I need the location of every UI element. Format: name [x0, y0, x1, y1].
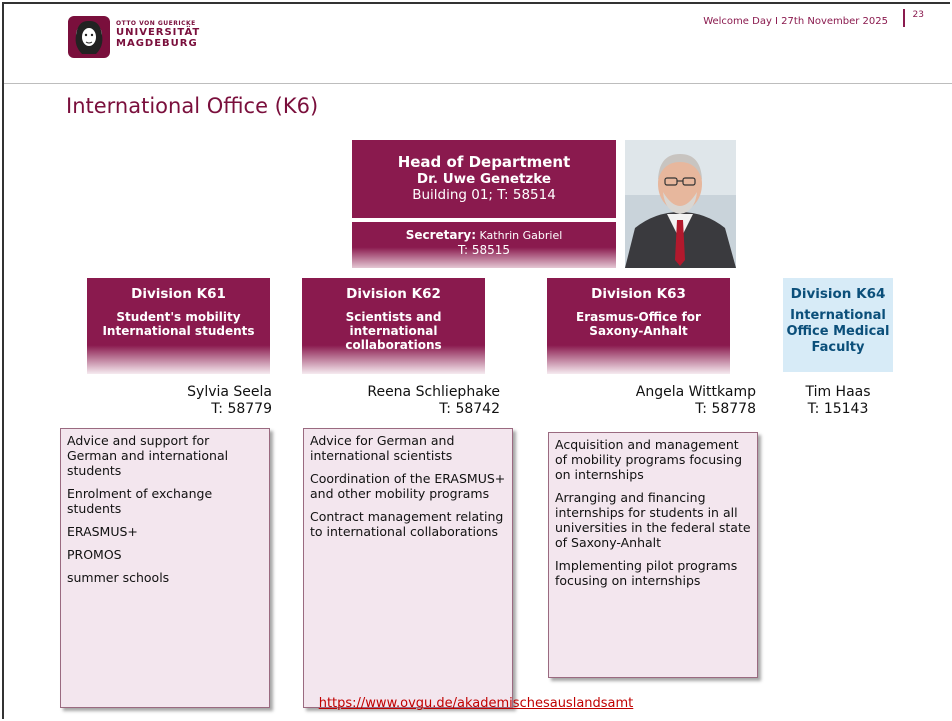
contact-name: Reena Schliephake — [367, 384, 500, 400]
page-number: 23 — [902, 9, 924, 27]
page-title: International Office (K6) — [66, 94, 319, 118]
task-item: Implementing pilot programs focusing on … — [555, 558, 738, 588]
secretary-phone: T: 58515 — [457, 243, 511, 257]
head-contact: Building 01; T: 58514 — [412, 187, 556, 203]
secretary-name: Kathrin Gabriel — [479, 229, 563, 242]
contact-name: Tim Haas — [805, 384, 871, 400]
task-item: Contract management relating to internat… — [310, 509, 504, 539]
contact-name: Sylvia Seela — [187, 384, 272, 400]
logo-line-2: UNIVERSITÄT — [116, 27, 201, 38]
task-item: Coordination of the ERASMUS+ and other m… — [310, 471, 506, 501]
task-item: PROMOS — [67, 547, 122, 562]
division-subtitle: International Office Medical Faculty — [786, 308, 890, 355]
logo-line-3: MAGDEBURG — [116, 38, 198, 49]
division-k62-box: Division K62 Scientists and internationa… — [302, 278, 485, 374]
task-item: Enrolment of exchange students — [67, 486, 213, 516]
secretary-label: Secretary: — [405, 228, 477, 242]
contact-name: Angela Wittkamp — [635, 384, 756, 400]
division-title: Division K61 — [131, 286, 226, 302]
guericke-portrait-icon — [68, 16, 110, 58]
task-item: Advice for German and international scie… — [310, 433, 455, 463]
contact-phone: T: 58778 — [695, 401, 756, 417]
header-divider — [4, 83, 952, 84]
task-item: ERASMUS+ — [67, 524, 138, 539]
contact-phone: T: 58779 — [211, 401, 272, 417]
header-meta: Welcome Day I 27th November 2025 — [703, 16, 888, 27]
division-k62-contact: Reena Schliephake T: 58742 — [330, 384, 500, 418]
division-subtitle: Student's mobility International student… — [102, 310, 255, 338]
division-title: Division K62 — [346, 286, 441, 302]
contact-phone: T: 15143 — [807, 401, 869, 417]
head-of-department-box: Head of Department Dr. Uwe Genetzke Buil… — [352, 140, 616, 218]
footer-url-link[interactable]: https://www.ovgu.de/akademischesauslands… — [318, 696, 634, 711]
secretary-box: Secretary: Kathrin Gabriel T: 58515 — [352, 222, 616, 268]
division-k64-box: Division K64 International Office Medica… — [783, 278, 893, 372]
division-k61-box: Division K61 Student's mobility Internat… — [87, 278, 270, 374]
division-subtitle: Erasmus-Office for Saxony-Anhalt — [576, 310, 701, 338]
division-k64-contact: Tim Haas T: 15143 — [783, 384, 893, 418]
head-name: Dr. Uwe Genetzke — [416, 171, 552, 187]
head-role: Head of Department — [397, 153, 571, 171]
contact-phone: T: 58742 — [439, 401, 500, 417]
logo-line-1: OTTO VON GUERICKE — [116, 20, 196, 27]
division-k61-contact: Sylvia Seela T: 58779 — [120, 384, 272, 418]
university-logo: OTTO VON GUERICKE UNIVERSITÄT MAGDEBURG — [68, 16, 238, 58]
division-title: Division K64 — [790, 286, 886, 302]
task-item: Arranging and financing internships for … — [555, 490, 751, 550]
division-k62-tasks: Advice for German and international scie… — [303, 428, 513, 708]
division-k63-tasks: Acquisition and management of mobility p… — [548, 432, 758, 678]
division-k61-tasks: Advice and support for German and intern… — [60, 428, 270, 708]
task-item: summer schools — [67, 570, 170, 585]
division-title: Division K63 — [591, 286, 686, 302]
division-k63-box: Division K63 Erasmus-Office for Saxony-A… — [547, 278, 730, 374]
division-subtitle: Scientists and international collaborati… — [345, 310, 442, 352]
division-k63-contact: Angela Wittkamp T: 58778 — [580, 384, 756, 418]
task-item: Acquisition and management of mobility p… — [555, 437, 742, 482]
task-item: Advice and support for German and intern… — [67, 433, 229, 478]
head-portrait-photo — [625, 140, 736, 268]
